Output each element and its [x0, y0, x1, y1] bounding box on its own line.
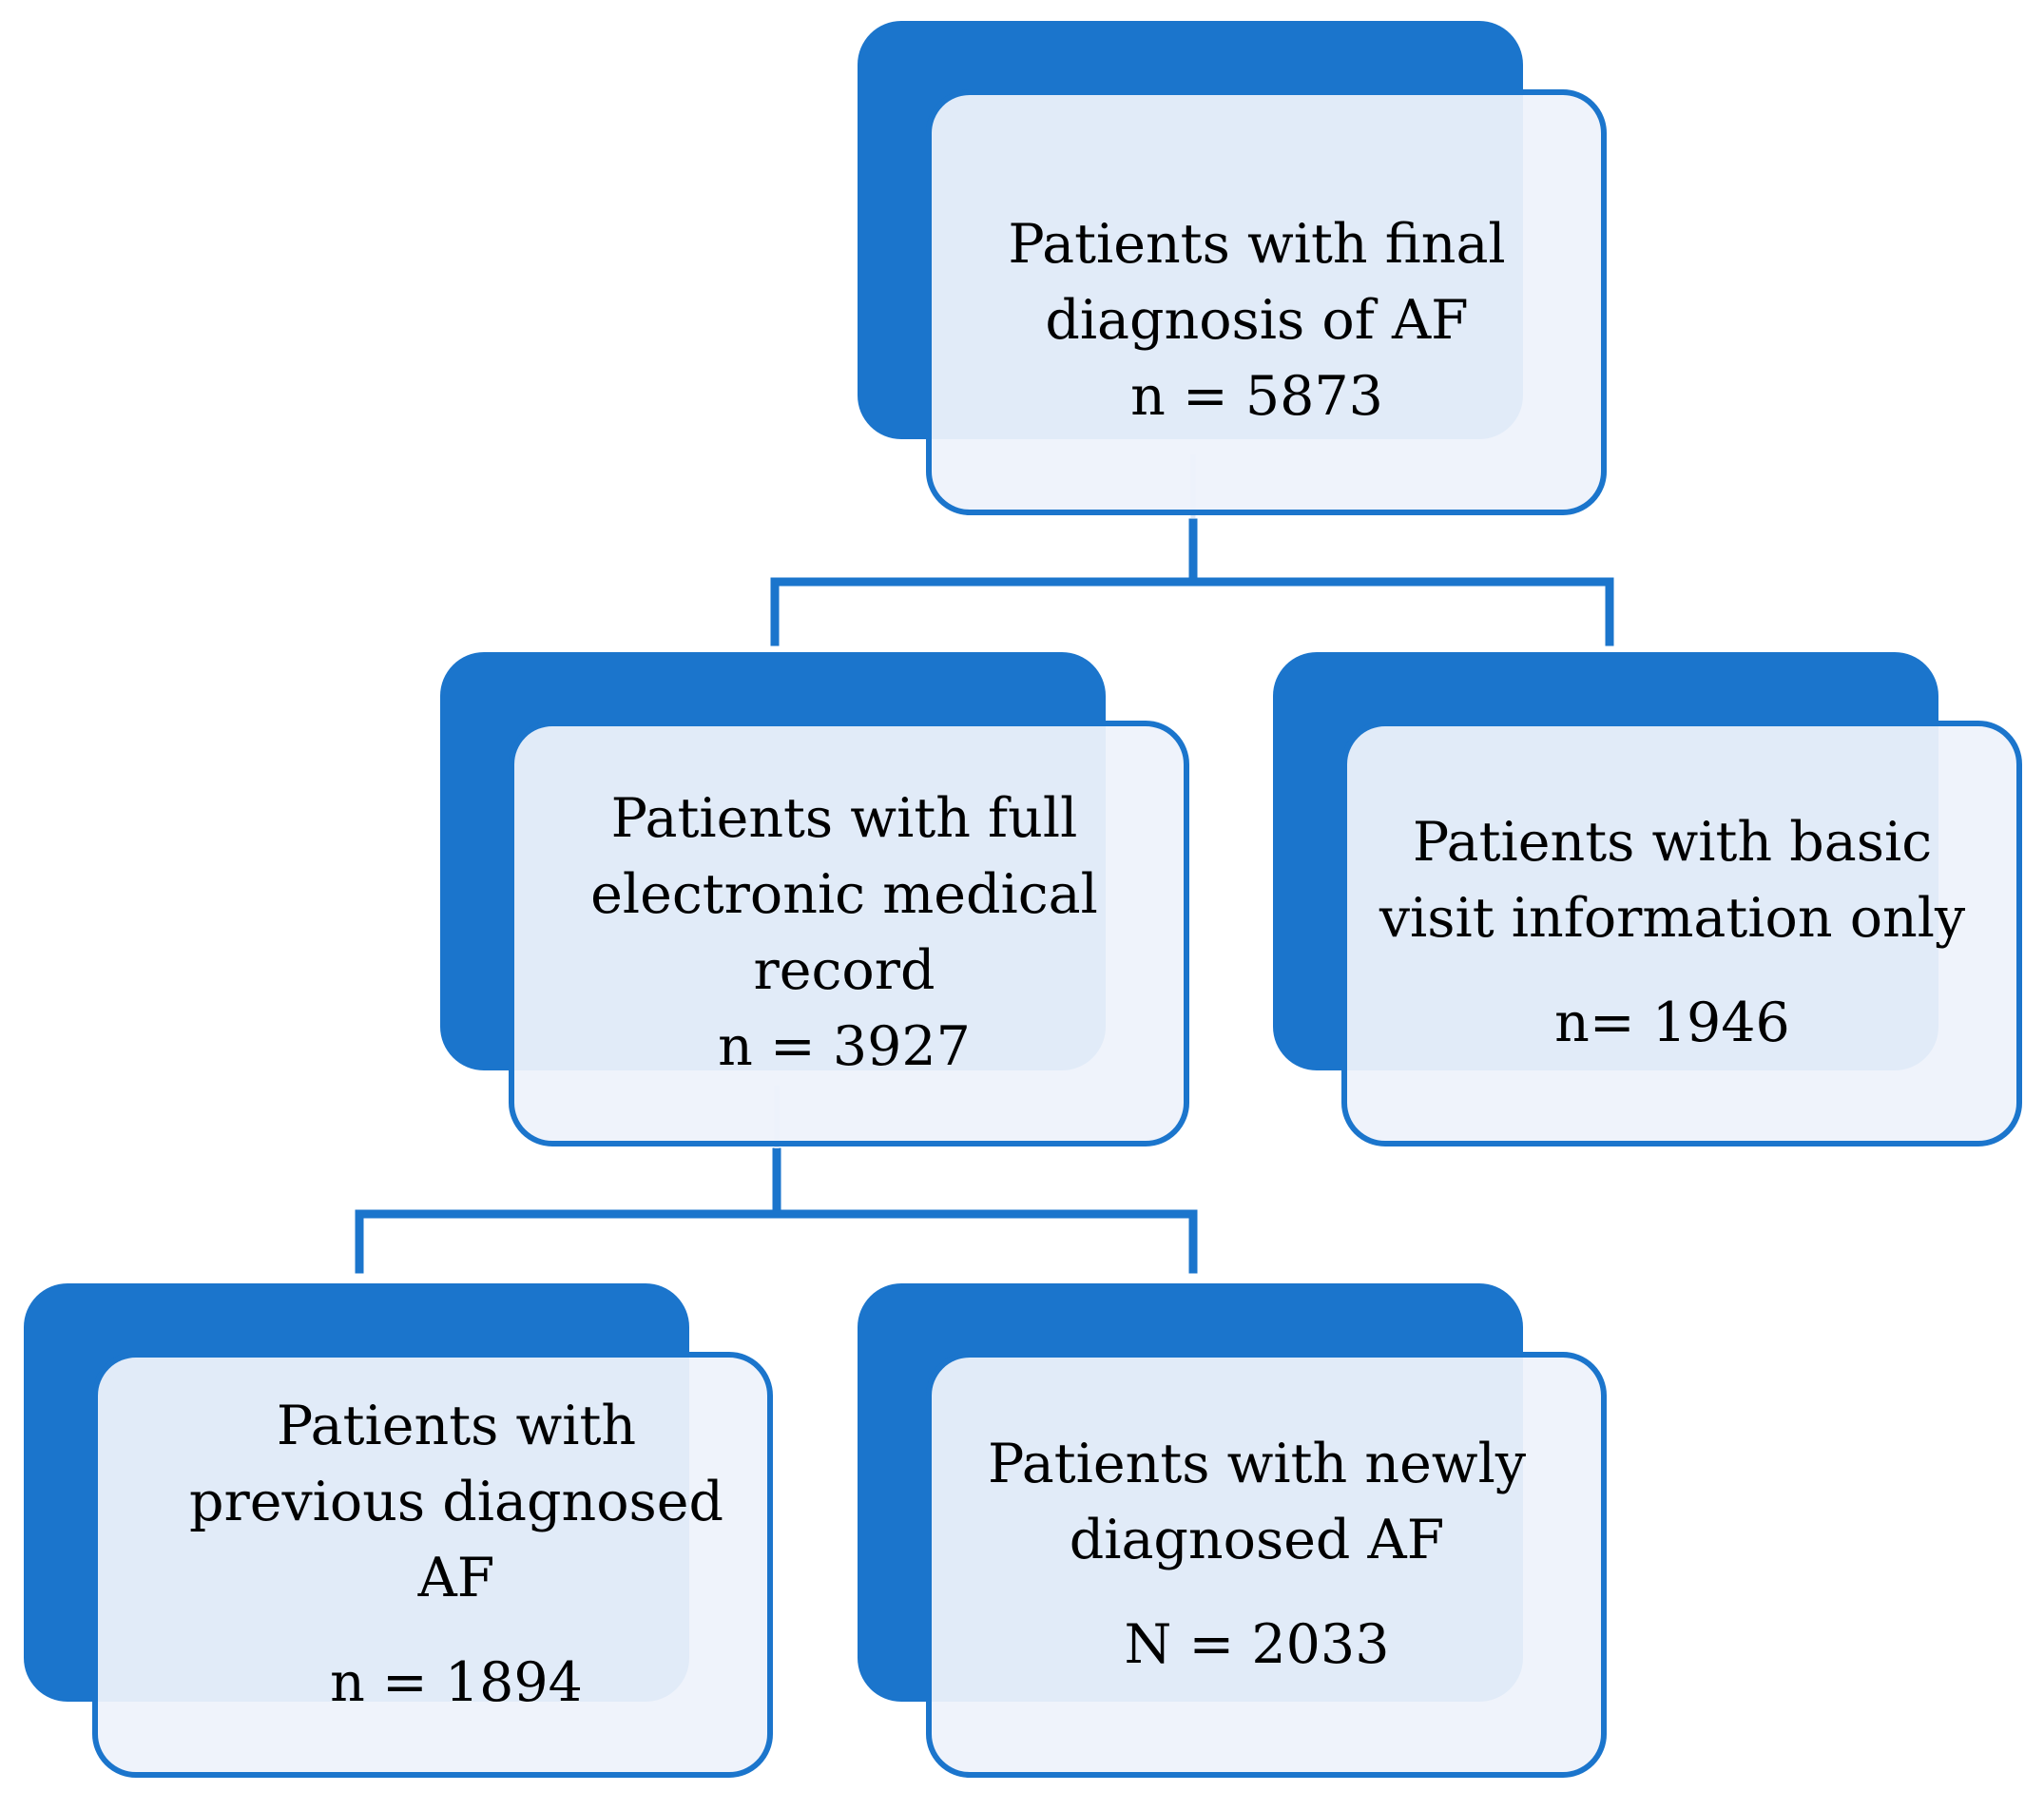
node-box	[1341, 721, 2022, 1146]
node-count: N = 2033	[1124, 1613, 1390, 1676]
node-label-line: electronic medical	[590, 863, 1098, 926]
node-full-emr: Patients with full electronic medical re…	[440, 652, 1201, 1146]
node-label: Patients with final diagnosis of AF n = …	[972, 206, 1542, 434]
node-final-diagnosis: Patients with final diagnosis of AF n = …	[858, 21, 1618, 515]
node-count: n= 1946	[1554, 992, 1790, 1054]
node-label-line: previous diagnosed	[189, 1471, 723, 1533]
node-label: Patients with basic visit information on…	[1340, 804, 2005, 1061]
node-box	[509, 721, 1189, 1146]
node-label-line: diagnosis of AF	[1045, 289, 1469, 352]
node-basic-visit: Patients with basic visit information on…	[1273, 652, 2034, 1146]
node-label-line: Patients with	[276, 1395, 637, 1457]
node-box	[926, 1352, 1607, 1778]
node-count: n = 5873	[1130, 365, 1383, 428]
node-previous-af: Patients with previous diagnosed AF n = …	[24, 1283, 784, 1778]
node-label: Patients with newly diagnosed AF N = 203…	[929, 1426, 1585, 1683]
node-label-line: AF	[417, 1547, 495, 1609]
node-box	[92, 1352, 773, 1778]
node-label-line: Patients with newly	[987, 1433, 1527, 1495]
node-count: n = 3927	[718, 1015, 971, 1078]
node-label-line: diagnosed AF	[1069, 1509, 1445, 1571]
node-label: Patients with previous diagnosed AF n = …	[138, 1388, 775, 1721]
node-label-line: record	[753, 939, 935, 1002]
node-label-line: Patients with final	[1008, 213, 1506, 276]
node-label: Patients with full electronic medical re…	[559, 780, 1129, 1085]
node-label-line: visit information only	[1379, 887, 1966, 950]
node-count: n = 1894	[330, 1651, 583, 1714]
node-label-line: Patients with full	[610, 787, 1078, 850]
node-box	[926, 89, 1607, 515]
node-label-line: Patients with basic	[1412, 811, 1933, 874]
node-newly-af: Patients with newly diagnosed AF N = 203…	[858, 1283, 1618, 1778]
